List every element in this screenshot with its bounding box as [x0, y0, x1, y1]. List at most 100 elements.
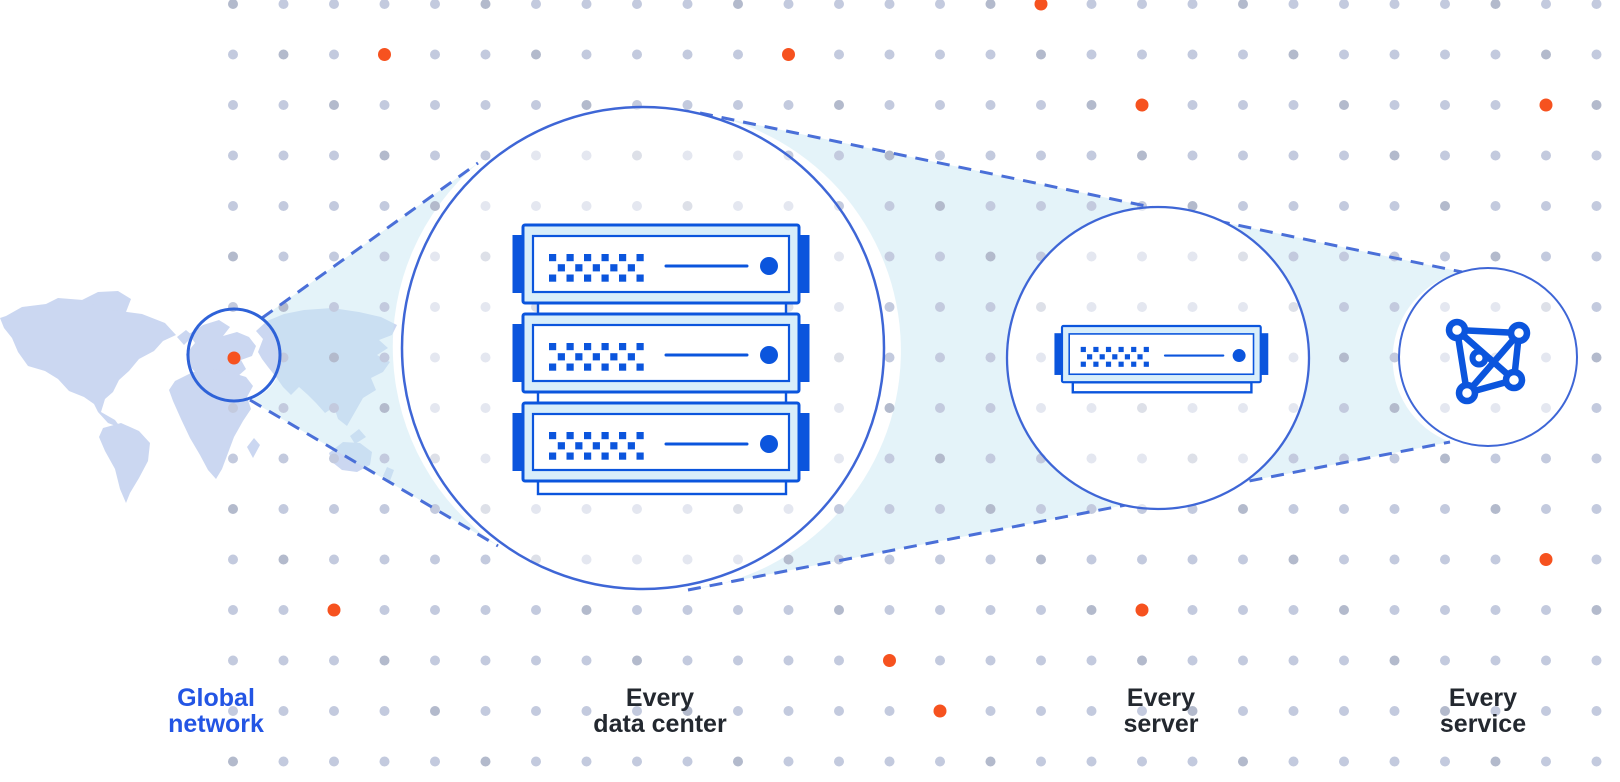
grid-dot: [1490, 100, 1501, 110]
rack-ear-right: [798, 235, 810, 293]
vent-pixel: [566, 274, 574, 282]
rack-led: [1232, 349, 1246, 362]
grid-dot: [1187, 49, 1198, 60]
map-north-america: [0, 298, 176, 428]
grid-dot: [834, 756, 844, 767]
grid-dot: [1440, 605, 1450, 615]
grid-dot: [1389, 49, 1400, 60]
vent-pixel: [1105, 361, 1112, 367]
rack-ear-right: [798, 413, 810, 471]
grid-dot: [1288, 655, 1299, 666]
accent-dot: [1539, 98, 1553, 112]
grid-dot: [379, 0, 390, 9]
grid-dot: [884, 504, 895, 514]
grid-dot: [935, 756, 945, 767]
accent-dot: [1135, 98, 1149, 112]
grid-dot: [480, 706, 491, 716]
grid-dot: [1591, 706, 1602, 716]
vent-pixel: [601, 274, 609, 282]
grid-dot: [379, 756, 390, 767]
accent-dot: [1034, 0, 1048, 11]
vent-pixel: [619, 452, 627, 460]
grid-dot: [531, 706, 541, 716]
grid-dot: [985, 302, 996, 312]
vent-pixel: [636, 343, 644, 351]
grid-dot: [1288, 0, 1299, 9]
grid-dot: [480, 756, 491, 767]
grid-dot: [581, 706, 592, 716]
map-europe: [186, 320, 256, 378]
accent-dot: [933, 704, 947, 718]
grid-dot: [1086, 756, 1097, 767]
vent-pixel: [1124, 354, 1131, 360]
grid-dot: [884, 251, 895, 262]
grid-dot: [1238, 504, 1248, 514]
grid-dot: [1238, 0, 1248, 9]
grid-dot: [278, 201, 289, 211]
service-circle: [1398, 267, 1578, 447]
grid-dot: [884, 453, 895, 464]
grid-dot: [430, 49, 440, 60]
grid-dot: [1541, 706, 1551, 716]
label-every-server: Every server: [1123, 685, 1198, 737]
grid-dot: [884, 49, 895, 60]
vent-pixel: [601, 363, 609, 371]
server-rack: [1054, 324, 1269, 384]
grid-dot: [1339, 302, 1349, 312]
grid-dot: [1086, 201, 1097, 211]
grid-dot: [278, 453, 289, 464]
grid-dot: [1591, 302, 1602, 312]
vent-pixel: [549, 254, 557, 262]
grid-dot: [985, 352, 996, 363]
grid-dot: [480, 655, 491, 666]
server-rack: [512, 312, 810, 394]
rack-spacer: [536, 390, 788, 405]
grid-dot: [1490, 150, 1501, 161]
grid-dot: [430, 554, 440, 565]
grid-dot: [329, 403, 339, 413]
grid-dot: [632, 49, 642, 60]
vent-pixel: [601, 452, 609, 460]
zoom-beam-left: [250, 163, 498, 546]
vent-pixel: [610, 353, 618, 361]
grid-dot: [985, 554, 996, 565]
grid-dot: [1036, 655, 1046, 666]
grid-dot: [985, 756, 996, 767]
grid-dot: [935, 150, 945, 161]
grid-dot: [783, 706, 794, 716]
grid-dot: [1036, 605, 1046, 615]
grid-dot: [329, 504, 339, 514]
grid-dot: [682, 0, 693, 9]
grid-dot: [278, 100, 289, 110]
grid-dot: [935, 554, 945, 565]
grid-dot: [1339, 352, 1349, 363]
grid-dot: [430, 706, 440, 716]
location-marker-dot: [227, 351, 241, 365]
grid-dot: [1187, 150, 1198, 161]
grid-dot: [379, 100, 390, 110]
data-center-circle: [400, 105, 886, 591]
grid-dot: [1036, 504, 1046, 514]
grid-dot: [581, 49, 592, 60]
grid-dot: [228, 706, 238, 716]
vent-pixel: [1143, 361, 1149, 367]
grid-dot: [531, 756, 541, 767]
grid-dot: [329, 352, 339, 363]
grid-dot: [1591, 756, 1602, 767]
grid-dot: [430, 605, 440, 615]
grid-dot: [1339, 706, 1349, 716]
grid-dot: [1490, 251, 1501, 262]
vent-pixel: [1143, 346, 1149, 353]
grid-dot: [379, 655, 390, 666]
grid-dot: [1591, 49, 1602, 60]
grid-dot: [228, 756, 238, 767]
server-circle: [1005, 205, 1311, 511]
grid-dot: [278, 403, 289, 413]
grid-dot: [1440, 756, 1450, 767]
grid-dot: [985, 504, 996, 514]
vent-pixel: [575, 353, 583, 361]
grid-dot: [1288, 251, 1299, 262]
grid-dot: [1591, 605, 1602, 615]
grid-dot: [834, 504, 844, 514]
grid-dot: [1440, 655, 1450, 666]
